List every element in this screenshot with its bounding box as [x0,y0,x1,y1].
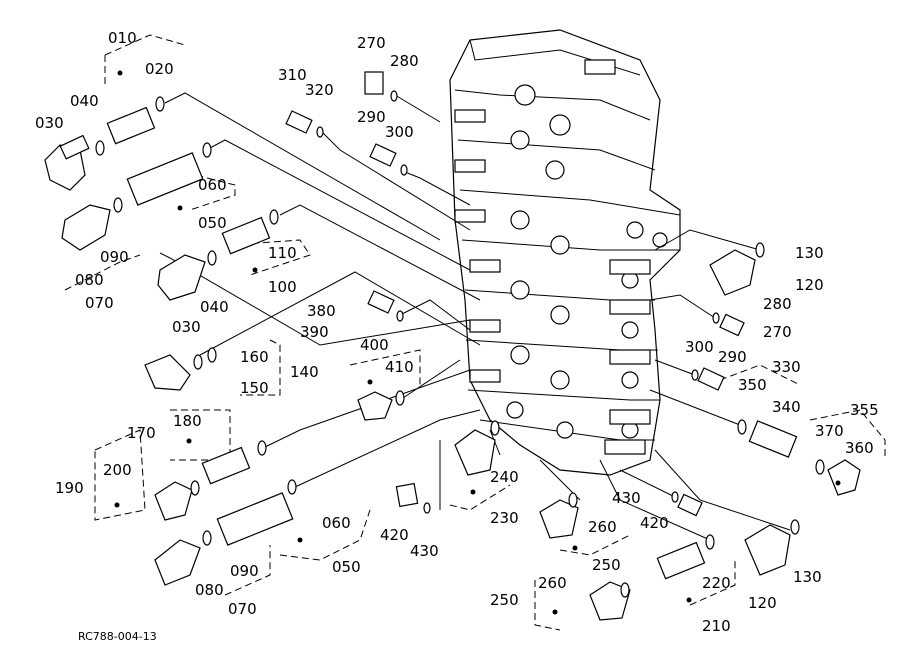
label-040-b: 040 [200,298,229,316]
label-390: 390 [300,323,329,341]
label-030-b: 030 [172,318,201,336]
label-290-b: 290 [718,348,747,366]
label-040: 040 [70,92,99,110]
label-110: 110 [268,244,297,262]
label-420: 420 [380,526,409,544]
label-160: 160 [240,348,269,366]
fittings [44,71,861,621]
label-030: 030 [35,114,64,132]
label-060-b: 060 [322,514,351,532]
label-355: 355 [850,401,879,419]
label-290: 290 [357,108,386,126]
label-260-b: 260 [538,574,567,592]
label-410: 410 [385,358,414,376]
leader-lines [159,92,791,541]
label-020: 020 [145,60,174,78]
label-350: 350 [738,376,767,394]
label-140: 140 [290,363,319,381]
label-220: 220 [702,574,731,592]
label-430-b: 430 [612,489,641,507]
label-190: 190 [55,479,84,497]
label-090: 090 [100,248,129,266]
label-060: 060 [198,176,227,194]
label-050: 050 [198,214,227,232]
label-230: 230 [490,509,519,527]
label-120-b: 120 [795,276,824,294]
group-brackets [64,34,886,631]
label-070: 070 [85,294,114,312]
label-430: 430 [410,542,439,560]
label-250: 250 [592,556,621,574]
label-330: 330 [772,358,801,376]
label-080-b: 080 [195,581,224,599]
label-340: 340 [772,398,801,416]
label-180: 180 [173,412,202,430]
part-labels: 010 020 030 040 060 050 090 080 070 110 … [35,29,879,643]
label-360: 360 [845,439,874,457]
label-320: 320 [305,81,334,99]
label-260: 260 [588,518,617,536]
label-090-b: 090 [230,562,259,580]
label-050-b: 050 [332,558,361,576]
label-150: 150 [240,379,269,397]
label-130: 130 [793,568,822,586]
label-070-b: 070 [228,600,257,618]
label-270: 270 [357,34,386,52]
marker-dots [114,70,841,615]
label-130-b: 130 [795,244,824,262]
label-300-b: 300 [685,338,714,356]
label-010: 010 [108,29,137,47]
figure-reference: RC788-004-13 [78,630,157,643]
label-080: 080 [75,271,104,289]
label-300: 300 [385,123,414,141]
label-310: 310 [278,66,307,84]
label-280: 280 [390,52,419,70]
control-valve-assembly [449,29,681,476]
label-170: 170 [127,424,156,442]
label-270-b: 270 [763,323,792,341]
label-380: 380 [307,302,336,320]
label-250-b: 250 [490,591,519,609]
label-120: 120 [748,594,777,612]
label-370: 370 [815,422,844,440]
label-280-b: 280 [763,295,792,313]
label-210: 210 [702,617,731,635]
label-420-b: 420 [640,514,669,532]
label-100: 100 [268,278,297,296]
label-200: 200 [103,461,132,479]
label-400: 400 [360,336,389,354]
label-240: 240 [490,468,519,486]
